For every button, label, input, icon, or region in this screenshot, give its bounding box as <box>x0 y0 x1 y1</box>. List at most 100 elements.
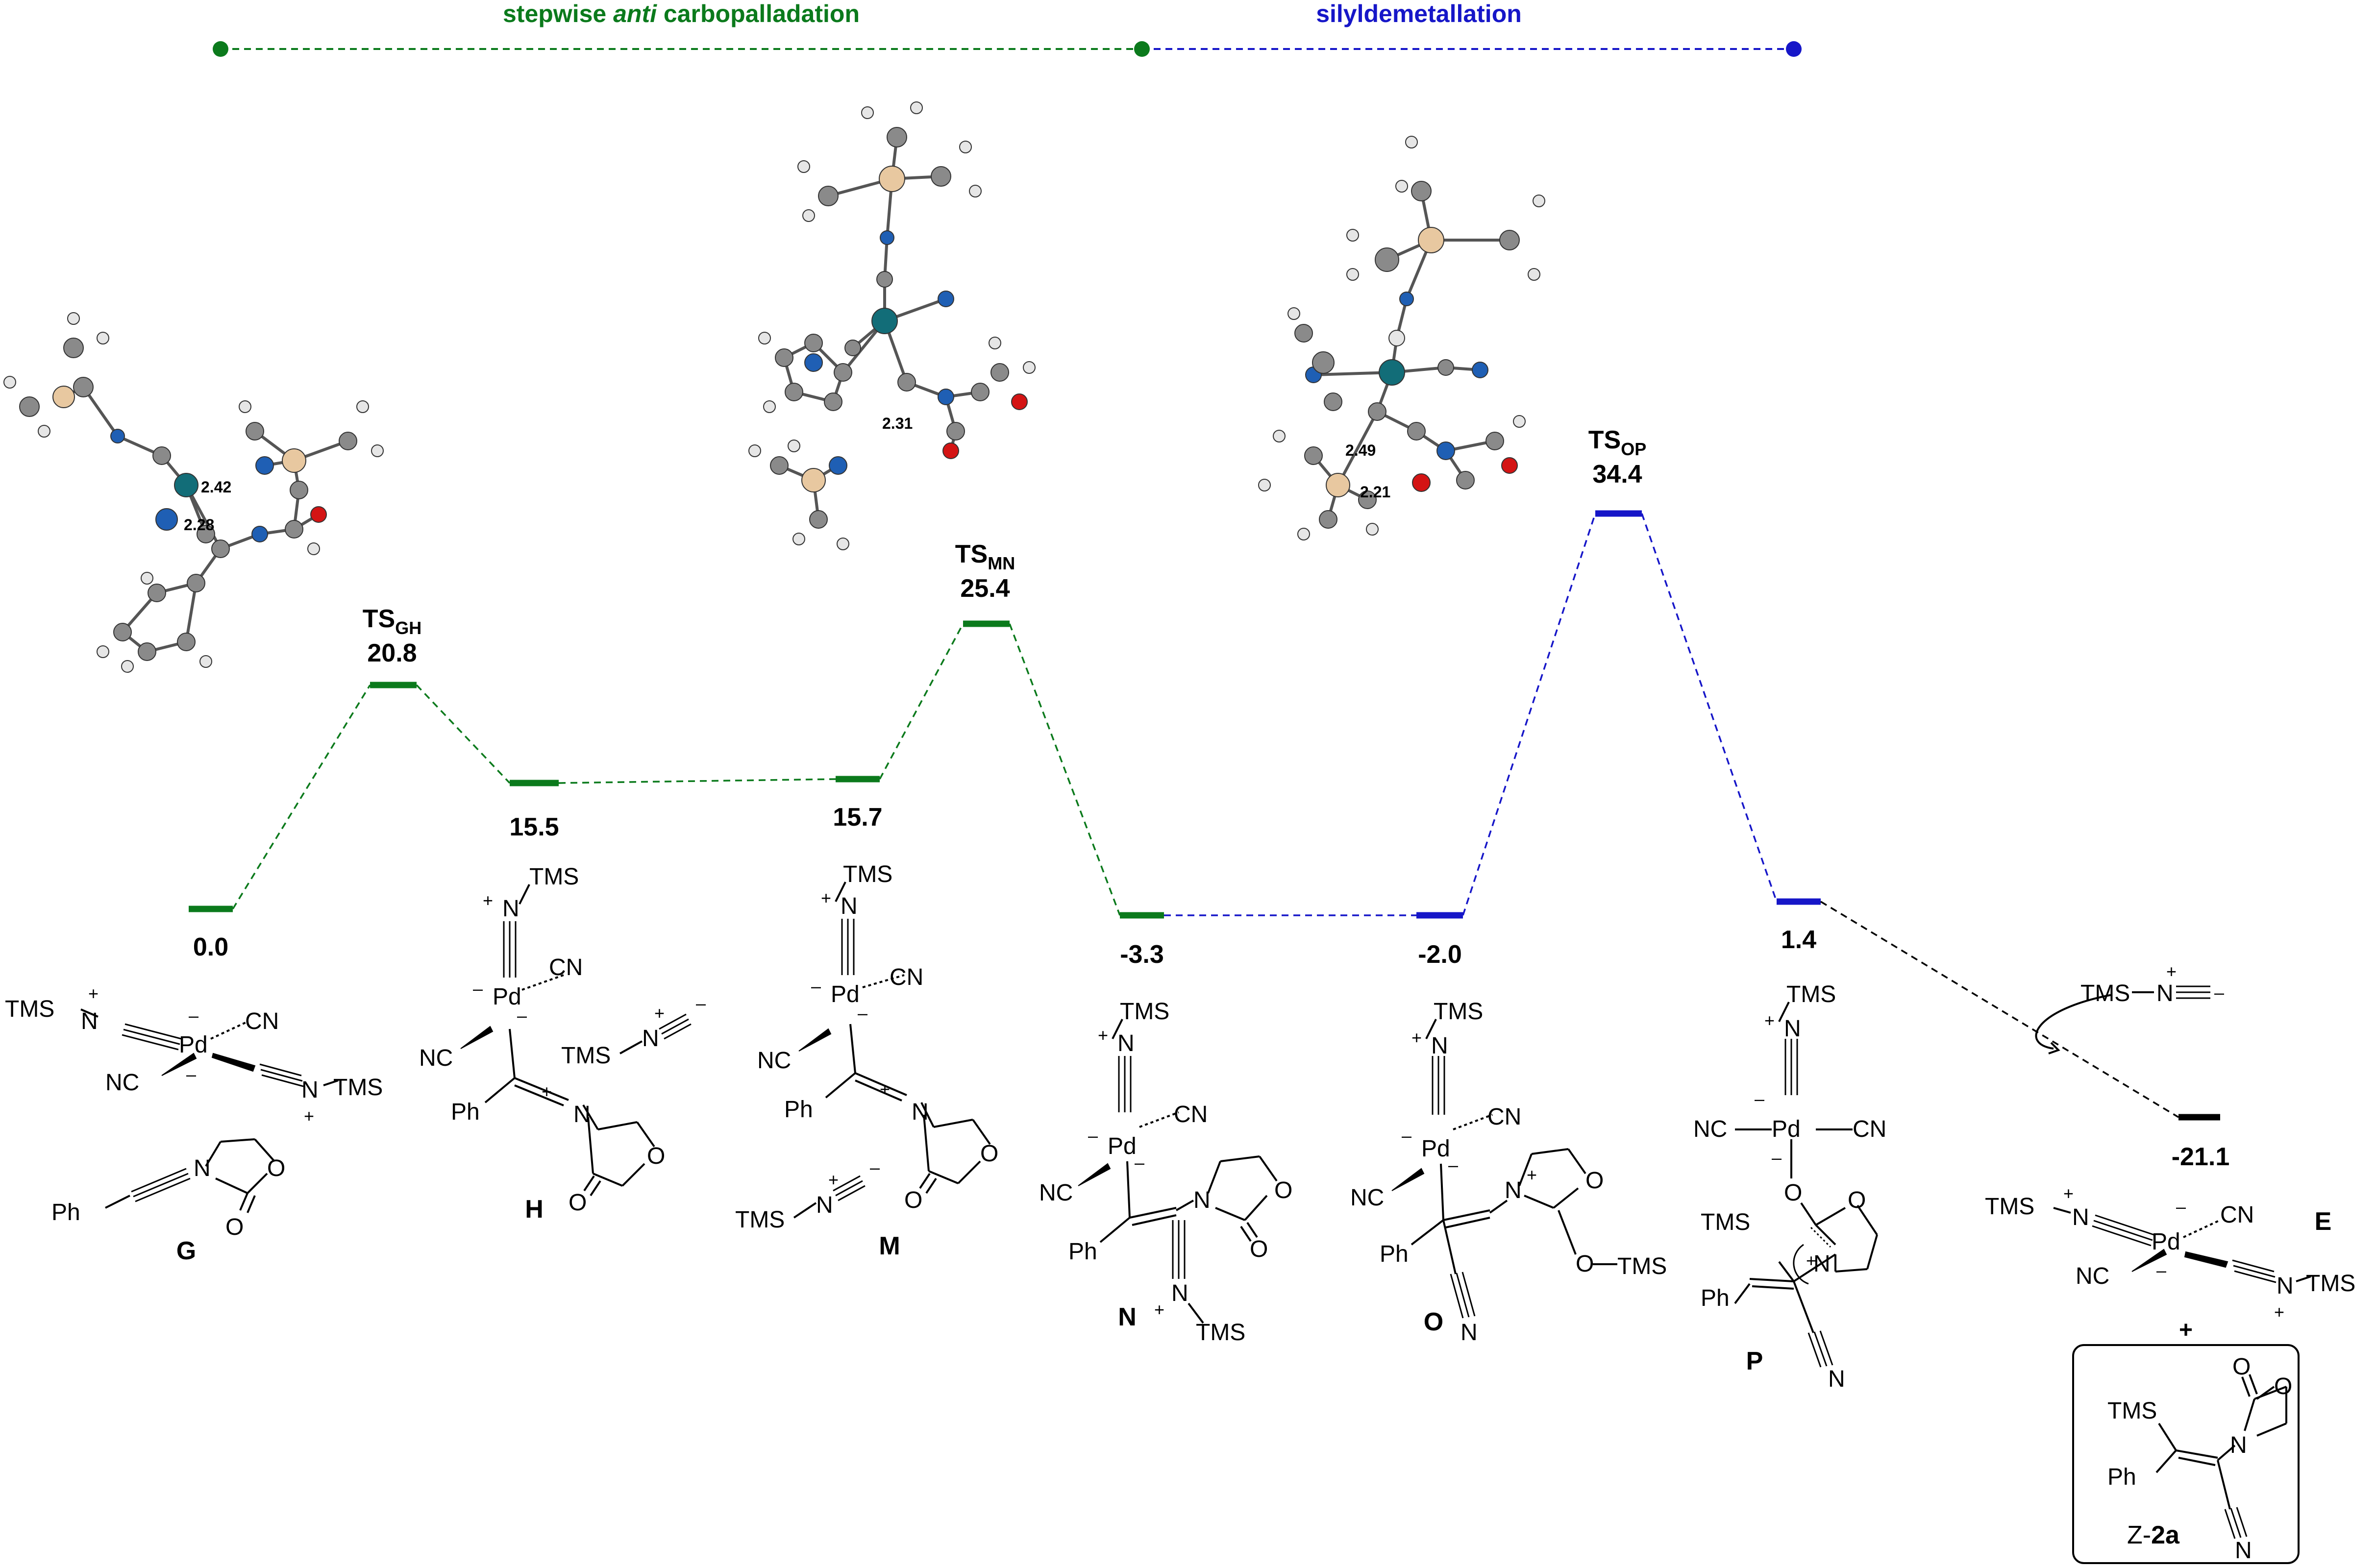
svg-text:N: N <box>1171 1280 1188 1306</box>
svg-text:–: – <box>1135 1152 1144 1173</box>
svg-text:TMS: TMS <box>1701 1209 1750 1235</box>
svg-text:O: O <box>904 1187 922 1213</box>
svg-text:N: N <box>2072 1204 2089 1230</box>
svg-text:–: – <box>473 979 483 999</box>
ts3-distance-b: 2.21 <box>1360 483 1390 501</box>
structure-E-text: TMS N + Pd – – CN NC N + TMS E + <box>1985 1183 2355 1343</box>
energy-M: 15.7 <box>833 803 882 832</box>
svg-text:–: – <box>186 1064 196 1084</box>
svg-text:CN: CN <box>1853 1116 1886 1142</box>
structure-M-text: TMS N + Pd – – CN NC Ph + N O O TMS N + … <box>735 861 998 1260</box>
ts-mn-3d-model: 2.31 <box>748 101 1036 550</box>
svg-text:N: N <box>2230 1432 2247 1458</box>
svg-text:TMS: TMS <box>5 996 54 1022</box>
svg-text:Pd: Pd <box>1421 1136 1450 1162</box>
connector-TSMN-N <box>1009 623 1121 916</box>
connector-M-TSMN <box>879 623 964 780</box>
svg-text:N: N <box>502 896 520 922</box>
energy-TS-MN: 25.4 <box>960 574 1010 603</box>
svg-text:NC: NC <box>1693 1116 1727 1142</box>
product-structure <box>2155 1374 2287 1539</box>
phase-end-dot <box>1786 41 1802 57</box>
connector-TSGH-H <box>416 684 511 784</box>
svg-text:N: N <box>1784 1016 1801 1042</box>
svg-text:N: N <box>2277 1273 2294 1299</box>
svg-text:CN: CN <box>245 1008 279 1034</box>
structure-G-text: TMS N + Pd – – CN NC N + TMS Ph N O O G <box>5 983 383 1265</box>
energy-levels <box>189 510 2220 1121</box>
svg-text:CN: CN <box>890 964 923 990</box>
svg-text:+: + <box>821 888 831 908</box>
product-box: TMS Ph N O O N Z-2a <box>2072 1344 2300 1564</box>
svg-text:+: + <box>1764 1010 1775 1030</box>
phase-mid-dot <box>1134 41 1150 57</box>
svg-text:+: + <box>1098 1025 1108 1045</box>
ts2-distance-a: 2.31 <box>882 415 913 432</box>
svg-text:+: + <box>880 1079 890 1099</box>
energy-O: -2.0 <box>1418 940 1462 969</box>
svg-text:–: – <box>1772 1148 1782 1168</box>
label-O: O <box>1424 1308 1443 1336</box>
structure-H-text: TMS N + Pd – – CN NC Ph + N O O TMS N + … <box>419 864 706 1224</box>
svg-text:–: – <box>858 1003 867 1023</box>
svg-text:Ph: Ph <box>784 1097 813 1123</box>
structure-O-text: TMS N + Pd – – CN NC Ph N + O O TMS N O <box>1350 999 1667 1346</box>
svg-text:–: – <box>870 1157 880 1177</box>
svg-text:–: – <box>517 1005 527 1026</box>
svg-text:–: – <box>2156 1260 2166 1280</box>
svg-text:+: + <box>2063 1183 2074 1203</box>
svg-text:TMS: TMS <box>1196 1320 1245 1346</box>
phase-start-dot <box>213 41 228 57</box>
svg-text:Pd: Pd <box>1772 1116 1801 1142</box>
ts1-distance-a: 2.42 <box>201 478 231 496</box>
ts-label-MN: TSMN <box>955 540 1015 573</box>
svg-text:N: N <box>1813 1251 1831 1277</box>
svg-text:+: + <box>304 1106 314 1126</box>
svg-text:O: O <box>2232 1354 2251 1380</box>
svg-text:–: – <box>2176 1197 2186 1217</box>
svg-text:N: N <box>841 893 858 919</box>
label-E: E <box>2315 1207 2332 1236</box>
svg-text:N: N <box>2235 1538 2252 1564</box>
structure-N <box>1078 1019 1278 1324</box>
svg-text:+: + <box>88 983 99 1004</box>
svg-text:O: O <box>569 1190 587 1216</box>
ts1-distance-b: 2.28 <box>184 516 214 534</box>
svg-text:Ph: Ph <box>51 1200 80 1225</box>
product-label: Z-2a <box>2127 1521 2180 1549</box>
svg-text:+: + <box>2166 961 2177 981</box>
svg-text:N: N <box>573 1102 591 1127</box>
svg-text:N: N <box>642 1026 659 1052</box>
svg-text:–: – <box>811 976 821 996</box>
svg-text:TMS: TMS <box>1120 999 1169 1025</box>
isocyanide-release-text: TMS N + – <box>2080 961 2224 1006</box>
ts-labels: TSGH TSMN TSOP <box>363 426 1646 638</box>
ts-op-3d-model: 2.49 2.21 <box>1258 136 1545 540</box>
svg-text:CN: CN <box>2220 1202 2254 1228</box>
svg-text:+: + <box>483 890 493 910</box>
svg-text:TMS: TMS <box>529 864 579 890</box>
energy-TS-OP: 34.4 <box>1592 460 1642 489</box>
svg-text:+: + <box>1527 1165 1537 1185</box>
svg-text:N: N <box>301 1077 319 1103</box>
energy-TS-GH: 20.8 <box>367 639 417 667</box>
structure-M <box>793 882 991 1219</box>
svg-text:Ph: Ph <box>1701 1285 1730 1311</box>
svg-text:TMS: TMS <box>561 1043 611 1069</box>
svg-text:TMS: TMS <box>1434 999 1483 1025</box>
ts-gh-3d-model: 2.42 2.28 <box>3 312 384 673</box>
structure-E <box>2053 1207 2311 1283</box>
svg-text:TMS: TMS <box>843 861 892 887</box>
svg-text:O: O <box>1576 1251 1594 1277</box>
plus-sign: + <box>2179 1317 2193 1343</box>
svg-text:Ph: Ph <box>2107 1464 2136 1490</box>
svg-text:TMS: TMS <box>735 1207 785 1233</box>
silyl-phase-label: silyldemetallation <box>1316 0 1522 27</box>
svg-text:N: N <box>1193 1187 1211 1213</box>
svg-text:N: N <box>194 1155 211 1181</box>
label-G: G <box>176 1237 196 1265</box>
svg-text:Pd: Pd <box>2152 1229 2180 1255</box>
svg-text:+: + <box>1806 1250 1816 1271</box>
phase-header: stepwise anti carbopalladation silyldeme… <box>213 0 1802 57</box>
svg-text:+: + <box>1411 1028 1422 1048</box>
